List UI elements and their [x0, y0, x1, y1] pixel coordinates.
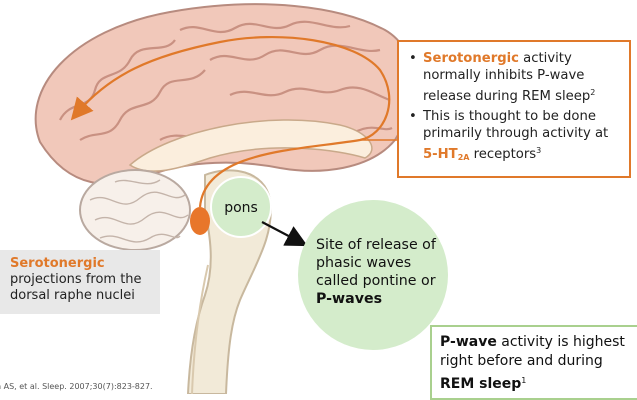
callout-bullet-inhibition: Serotonergic activity normally inhibits …	[409, 50, 621, 105]
dorsal-raphe-nuclei	[190, 207, 210, 235]
serotonergic-activity-callout: Serotonergic activity normally inhibits …	[397, 40, 631, 178]
pwave-activity-callout: P-wave activity is highest right before …	[430, 325, 637, 400]
site-circle-text: Site of release of phasic waves called p…	[316, 237, 436, 289]
serotonergic-projections-label: Serotonergic projections from the dorsal…	[0, 250, 160, 314]
callout-bullet-receptor: This is thought to be done primarily thr…	[409, 108, 621, 166]
pons-label: pons	[221, 200, 261, 216]
serotonergic-label-title: Serotonergic	[10, 256, 154, 272]
pwave-release-site-circle: Site of release of phasic waves called p…	[298, 200, 448, 350]
footer-reference: n AS, et al. Sleep. 2007;30(7):823-827.	[0, 382, 153, 391]
cerebellum	[80, 170, 190, 250]
serotonergic-label-text: projections from the dorsal raphe nuclei	[10, 272, 154, 304]
site-circle-pwaves: P-waves	[316, 291, 382, 307]
